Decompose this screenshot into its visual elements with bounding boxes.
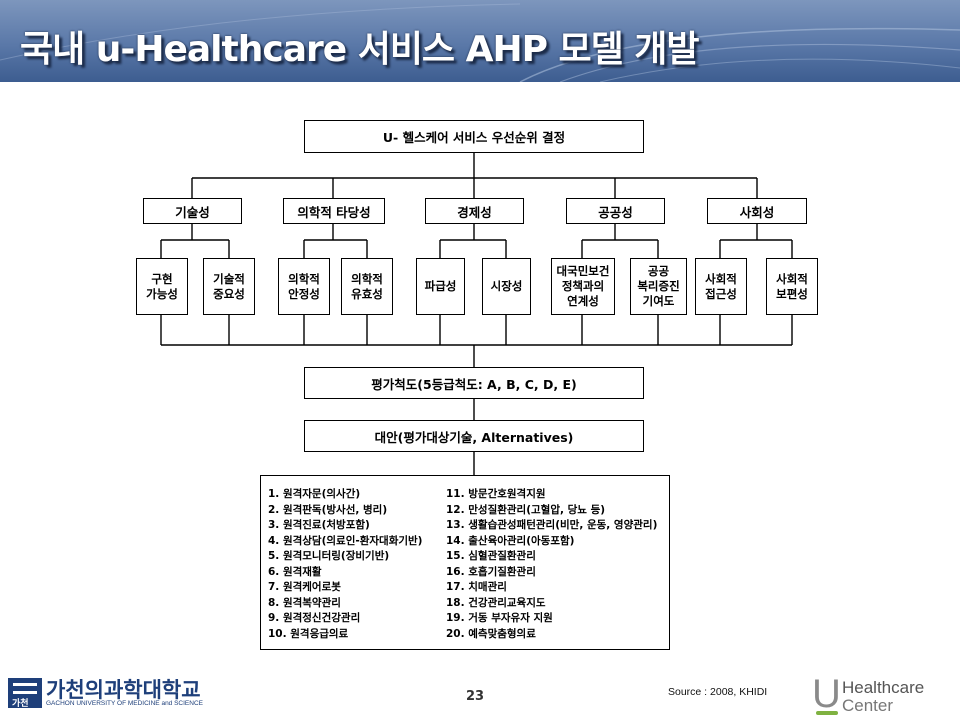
list-item: 20. 예측맞춤형의료: [446, 627, 536, 640]
list-item: 4. 원격상담(의료인-환자대화기반): [268, 534, 423, 547]
subcriterion-line: 가능성: [146, 286, 178, 301]
subcriterion-line: 구현: [151, 271, 173, 286]
list-item: 10. 원격응급의료: [268, 627, 349, 640]
criterion-box-economy: 경제성: [425, 198, 524, 224]
subcriterion-line: 대국민보건: [556, 264, 610, 278]
list-item: 15. 심혈관질환관리: [446, 550, 536, 562]
university-name: 가천의과학대학교: [46, 678, 201, 702]
criterion-box-publicness: 공공성: [566, 198, 665, 224]
university-mark-glyph: 가천: [12, 683, 37, 709]
subcriterion-line: 안정성: [288, 286, 320, 301]
subcriterion-line: 기여도: [642, 294, 675, 308]
subcriterion-line: 연계성: [567, 294, 599, 308]
subcriterion-line: 사회적: [776, 271, 808, 286]
university-mark-icon: 가천: [8, 678, 42, 709]
list-item: 5. 원격모니터링(장비기반): [268, 550, 390, 562]
subcriterion-box: 시장성: [482, 258, 531, 315]
alternatives-box: 대안(평가대상기술, Alternatives): [304, 420, 644, 452]
subcriterion-line: 유효성: [351, 286, 383, 301]
criterion-label: 사회성: [739, 204, 775, 220]
list-item: 11. 방문간호원격지원: [446, 488, 546, 500]
slide-title: 국내 u-Healthcare 서비스 AHP 모델 개발: [20, 29, 700, 70]
alternatives-list: 1. 원격자문(의사간) 2. 원격판독(방사선, 병리) 3. 원격진료(처방…: [260, 475, 670, 650]
university-mark-text: 가천: [12, 697, 29, 708]
criterion-box-medical-validity: 의학적 타당성: [283, 198, 385, 224]
university-subtitle: GACHON UNIVERSITY OF MEDICINE and SCIENC…: [46, 700, 203, 707]
criterion-label: 경제성: [457, 204, 492, 220]
title-banner: 국내 u-Healthcare 서비스 AHP 모델 개발: [0, 0, 960, 82]
goal-box: U- 헬스케어 서비스 우선순위 결정: [304, 120, 644, 153]
scale-box: 평가척도(5등급척도: A, B, C, D, E): [304, 367, 644, 399]
banner-swirl-decoration: [0, 3, 960, 82]
subcriterion-line: 기술적: [213, 271, 245, 286]
list-item: 6. 원격재활: [268, 565, 322, 578]
alternatives-label: 대안(평가대상기술, Alternatives): [374, 429, 574, 445]
list-item: 2. 원격판독(방사선, 병리): [268, 503, 388, 516]
criterion-label: 기술성: [175, 204, 210, 220]
list-item: 3. 원격진료(처방포함): [268, 519, 370, 531]
alternatives-column-left: 1. 원격자문(의사간) 2. 원격판독(방사선, 병리) 3. 원격진료(처방…: [268, 487, 423, 642]
subcriterion-line: 접근성: [705, 286, 737, 301]
alternatives-column-right: 11. 방문간호원격지원 12. 만성질환관리(고혈압, 당뇨 등) 13. 생…: [446, 487, 657, 642]
subcriterion-box: 기술적 중요성: [203, 258, 255, 315]
subcriterion-box: 사회적 접근성: [695, 258, 747, 315]
university-logo: 가천 가천의과학대학교 GACHON UNIVERSITY OF MEDICIN…: [8, 676, 208, 712]
list-item: 16. 호흡기질환관리: [446, 565, 536, 578]
subcriterion-box: 사회적 보편성: [766, 258, 818, 315]
goal-label: U- 헬스케어 서비스 우선순위 결정: [382, 130, 566, 145]
subcriterion-line: 사회적: [705, 271, 737, 286]
criterion-label: 공공성: [598, 204, 633, 220]
subcriterion-line: 공공: [647, 264, 670, 278]
list-item: 9. 원격정신건강관리: [268, 612, 361, 624]
subcriterion-line: 보편성: [776, 286, 808, 301]
subcriterion-box: 대국민보건 정책과의 연계성: [551, 258, 615, 315]
subcriterion-box: 구현 가능성: [136, 258, 188, 315]
subcriterion-box: 의학적 유효성: [341, 258, 393, 315]
source-note: Source : 2008, KHIDI: [668, 686, 768, 698]
criterion-box-technology: 기술성: [143, 198, 242, 224]
list-item: 7. 원격케어로봇: [268, 581, 341, 593]
criterion-box-sociality: 사회성: [707, 198, 807, 224]
subcriterion-line: 의학적: [351, 271, 383, 286]
list-item: 17. 치매관리: [446, 581, 507, 593]
scale-label: 평가척도(5등급척도: A, B, C, D, E): [371, 376, 577, 392]
subcriterion-line: 파급성: [424, 279, 457, 293]
subcriterion-box: 파급성: [416, 258, 465, 315]
list-item: 19. 거동 부자유자 지원: [446, 612, 553, 624]
page-number: 23: [466, 689, 485, 704]
subcriterion-box: 의학적 안정성: [278, 258, 330, 315]
subcriterion-line: 중요성: [213, 286, 245, 301]
list-item: 18. 건강관리교육지도: [446, 596, 546, 609]
list-item: 13. 생활습관성패턴관리(비만, 운동, 영양관리): [446, 519, 658, 531]
subcriterion-line: 복리증진: [637, 279, 680, 293]
center-logo-line1: Healthcare: [842, 678, 925, 697]
center-logo-mark: U: [812, 672, 841, 716]
subcriterion-line: 정책과의: [561, 279, 605, 293]
list-item: 8. 원격복약관리: [268, 596, 341, 609]
subcriterion-line: 의학적: [288, 271, 320, 286]
subcriterion-box: 공공 복리증진 기여도: [630, 258, 687, 315]
list-item: 1. 원격자문(의사간): [268, 488, 361, 500]
healthcare-center-logo: U Healthcare Center: [812, 674, 952, 718]
center-logo-accent: [816, 711, 838, 715]
list-item: 12. 만성질환관리(고혈압, 당뇨 등): [446, 503, 606, 516]
subcriterion-line: 시장성: [490, 279, 523, 293]
criterion-label: 의학적 타당성: [297, 204, 371, 220]
center-logo-line2: Center: [842, 696, 894, 715]
list-item: 14. 출산육아관리(아동포함): [446, 534, 575, 547]
